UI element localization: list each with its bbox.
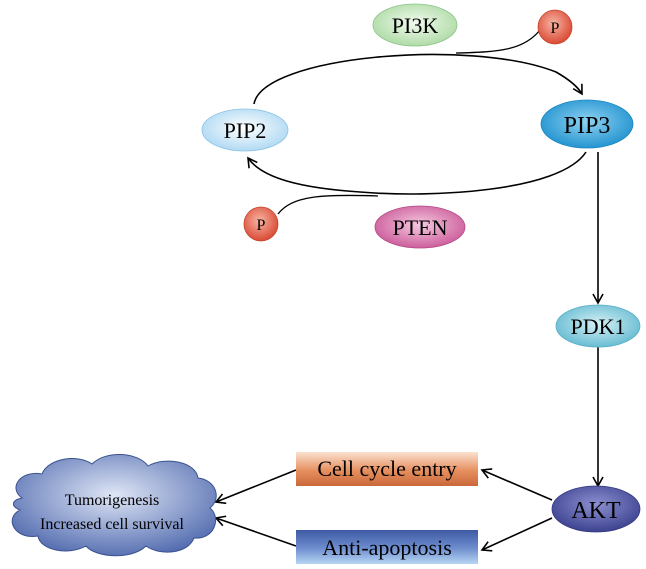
anti-apoptosis-label: Anti-apoptosis xyxy=(322,535,452,560)
akt-node: AKT xyxy=(551,485,641,533)
tumorigenesis-cloud: Tumorigenesis Increased cell survival xyxy=(11,453,217,557)
phosphate-bottom-node: P xyxy=(243,206,279,242)
pip3-node: PIP3 xyxy=(540,99,634,149)
phosphate-top-label: P xyxy=(551,20,560,37)
anti-apoptosis-to-cloud-arrow xyxy=(214,515,297,547)
pip2-node: PIP2 xyxy=(201,108,289,152)
phosphate-bottom-label: P xyxy=(257,217,266,234)
pip3-label: PIP3 xyxy=(564,113,611,139)
pi3k-node: PI3K xyxy=(372,3,458,47)
akt-to-cell-cycle-arrow xyxy=(480,468,553,501)
pdk1-node: PDK1 xyxy=(555,304,641,348)
akt-label: AKT xyxy=(571,498,621,524)
phosphate-top-node: P xyxy=(537,9,573,45)
pdk1-label: PDK1 xyxy=(570,314,625,339)
akt-to-anti-apoptosis-arrow xyxy=(480,517,553,552)
pi3k-label: PI3K xyxy=(392,13,439,38)
anti-apoptosis-box: Anti-apoptosis xyxy=(296,530,478,564)
phosphate-top-connector xyxy=(455,29,541,54)
pip3-to-pip2-arrow xyxy=(247,151,587,195)
increased-cell-survival-label: Increased cell survival xyxy=(40,516,184,533)
pip2-label: PIP2 xyxy=(224,118,267,143)
phosphate-bottom-connector xyxy=(277,194,379,215)
pten-node: PTEN xyxy=(374,205,466,249)
pten-label: PTEN xyxy=(393,215,448,240)
pip2-to-pip3-arrow xyxy=(253,53,583,105)
cell-cycle-entry-label: Cell cycle entry xyxy=(317,456,456,481)
cell-cycle-to-cloud-arrow xyxy=(214,469,297,505)
tumorigenesis-label: Tumorigenesis xyxy=(65,492,160,509)
cell-cycle-entry-box: Cell cycle entry xyxy=(296,452,478,486)
